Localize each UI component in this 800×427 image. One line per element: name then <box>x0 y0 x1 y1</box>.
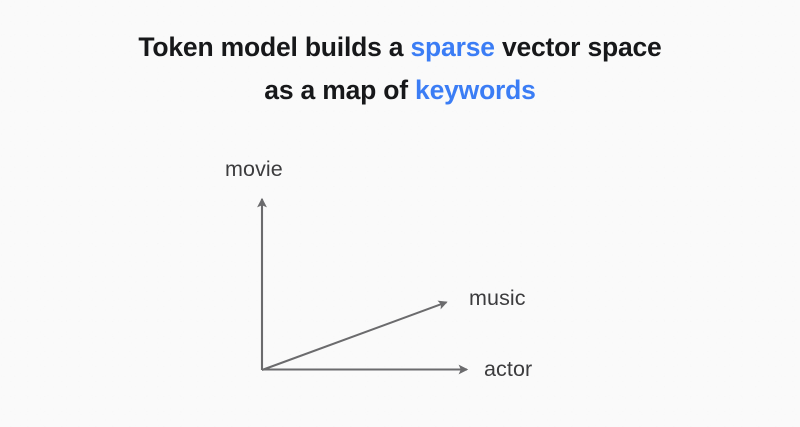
title-line-2-text-before: as a map of <box>264 75 416 105</box>
title-keyword-keywords: keywords <box>415 75 536 105</box>
title-keyword-sparse: sparse <box>410 32 495 62</box>
axis-label-movie: movie <box>225 157 283 181</box>
title-line-1-text-after: vector space <box>494 32 662 62</box>
title-line-1-text-before: Token model builds a <box>138 32 411 62</box>
axis-label-actor: actor <box>484 357 533 381</box>
axis-line-music <box>261 300 448 371</box>
axis-label-music: music <box>469 286 526 310</box>
title-line-2: as a map of keywords <box>0 69 800 112</box>
title-line-1: Token model builds a sparse vector space <box>0 26 800 69</box>
page-title: Token model builds a sparse vector space… <box>0 26 800 112</box>
